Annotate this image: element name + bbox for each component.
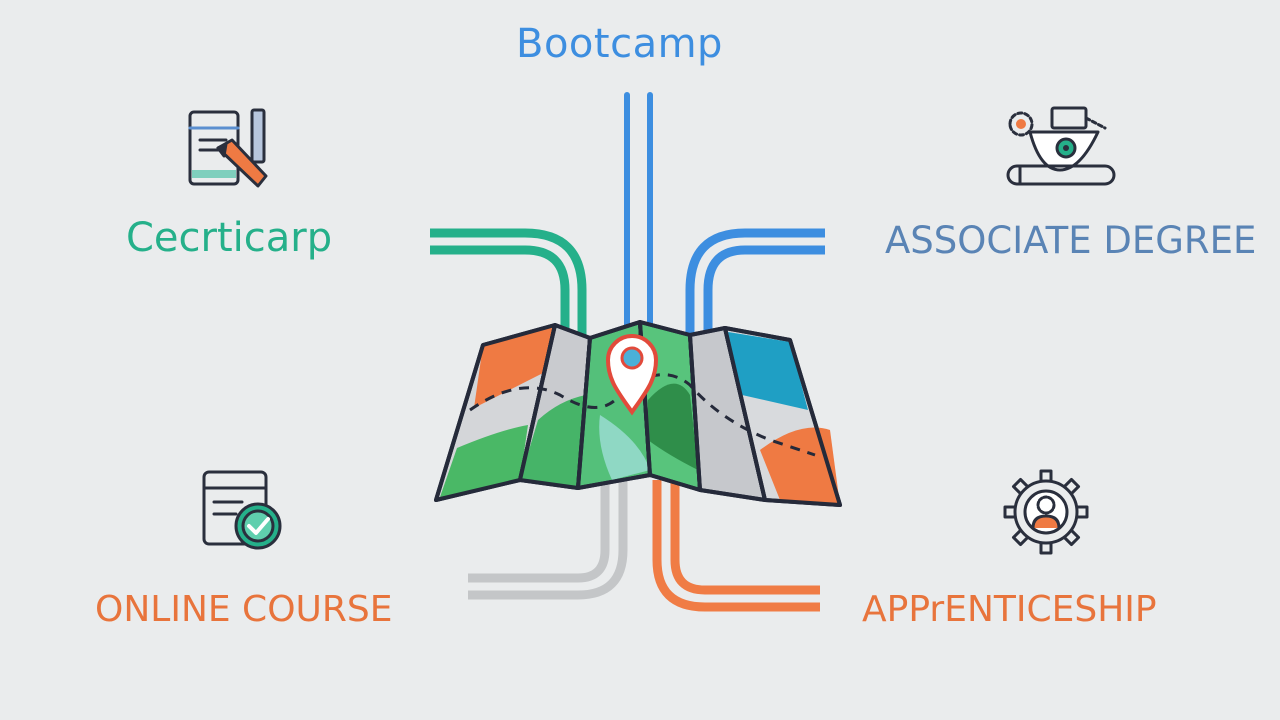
label-online-course: ONLINE COURSE xyxy=(95,589,393,630)
gear-person-icon xyxy=(1003,469,1089,555)
path-online-course xyxy=(468,480,628,600)
online-course-check-icon xyxy=(202,470,282,550)
path-apprenticeship xyxy=(652,480,820,612)
document-eye-icon xyxy=(1006,106,1116,186)
label-associate-degree: ASSOCIATE DEGREE xyxy=(885,219,1257,262)
path-certificate xyxy=(430,228,587,345)
certificate-pencil-icon xyxy=(188,108,268,188)
label-bootcamp: Bootcamp xyxy=(516,21,723,67)
folded-map-icon xyxy=(434,320,842,507)
path-associate-degree xyxy=(685,228,825,345)
label-certificate: Cecrticarp xyxy=(126,215,333,261)
path-bootcamp xyxy=(624,92,653,343)
location-pin-icon xyxy=(605,334,659,416)
label-apprenticeship: APPrENTICESHIP xyxy=(862,589,1157,630)
